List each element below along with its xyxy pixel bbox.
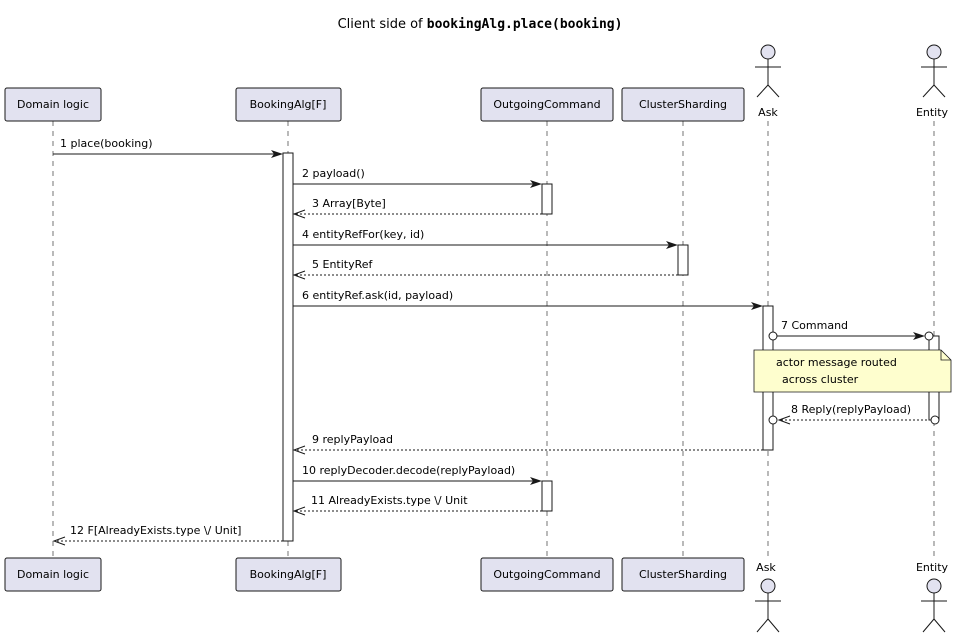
activation-outgoing-2 (541, 480, 553, 512)
stick-figure-icon (921, 578, 947, 633)
message-label: 12 F[AlreadyExists.type \/ Unit] (70, 524, 241, 537)
title-prefix: Client side of (338, 17, 427, 32)
message-label: 6 entityRef.ask(id, payload) (302, 289, 453, 302)
message-2: 2 payload() (293, 167, 542, 188)
message-label: 9 replyPayload (312, 433, 393, 446)
actor-ask-top[interactable]: Ask (755, 44, 781, 119)
note-line-1: actor message routed (776, 356, 897, 369)
note-line-2: across cluster (782, 373, 859, 386)
message-label: 4 entityRefFor(key, id) (302, 228, 424, 241)
note-routing: actor message routed across cluster (753, 349, 952, 393)
actor-entity-top[interactable]: Entity (916, 44, 949, 119)
participant-label: Ask (756, 561, 776, 574)
participant-label: Entity (916, 106, 949, 119)
message-1: 1 place(booking) (53, 137, 283, 158)
message-label: 1 place(booking) (60, 137, 153, 150)
message-8: 8 Reply(replyPayload) (768, 403, 940, 425)
message-label: 11 AlreadyExists.type \/ Unit (311, 494, 468, 507)
participant-label: BookingAlg[F] (250, 98, 327, 111)
participant-label: Domain logic (17, 98, 89, 111)
participant-label: Domain logic (17, 568, 89, 581)
title-code: bookingAlg.place(booking) (427, 17, 623, 32)
message-label: 7 Command (781, 319, 848, 332)
participant-booking-alg-top[interactable]: BookingAlg[F] (235, 87, 342, 122)
actor-entity-bottom[interactable]: Entity (916, 561, 949, 633)
participant-booking-alg-bottom[interactable]: BookingAlg[F] (235, 557, 342, 592)
message-11: 11 AlreadyExists.type \/ Unit (292, 494, 542, 516)
stick-figure-icon (755, 578, 781, 633)
message-label: 5 EntityRef (312, 258, 374, 271)
diagram-title: Client side of bookingAlg.place(booking) (338, 17, 623, 32)
participant-label: BookingAlg[F] (250, 568, 327, 581)
activation-sharding (677, 244, 689, 276)
message-label: 8 Reply(replyPayload) (791, 403, 911, 416)
participant-label: OutgoingCommand (493, 98, 600, 111)
participant-label: Entity (916, 561, 949, 574)
message-label: 2 payload() (302, 167, 365, 180)
message-12: 12 F[AlreadyExists.type \/ Unit] (52, 524, 283, 546)
message-6: 6 entityRef.ask(id, payload) (293, 289, 763, 310)
activation-outgoing-1 (541, 183, 553, 215)
participant-label: ClusterSharding (639, 98, 727, 111)
participant-label: OutgoingCommand (493, 568, 600, 581)
message-3: 3 Array[Byte] (292, 197, 542, 219)
message-7: 7 Command (768, 319, 934, 341)
participant-outgoing-command-top[interactable]: OutgoingCommand (480, 87, 614, 122)
message-label: 10 replyDecoder.decode(replyPayload) (302, 464, 515, 477)
stick-figure-icon (921, 44, 947, 98)
actor-ask-bottom[interactable]: Ask (755, 561, 781, 633)
participant-label: Ask (758, 106, 778, 119)
participant-label: ClusterSharding (639, 568, 727, 581)
participant-cluster-sharding-top[interactable]: ClusterSharding (621, 87, 745, 122)
participant-outgoing-command-bottom[interactable]: OutgoingCommand (480, 557, 614, 592)
message-label: 3 Array[Byte] (312, 197, 386, 210)
activation-booking-alg (282, 152, 294, 542)
participant-domain-logic-bottom[interactable]: Domain logic (4, 557, 102, 592)
message-4: 4 entityRefFor(key, id) (293, 228, 678, 249)
participant-domain-logic-top[interactable]: Domain logic (4, 87, 102, 122)
participant-cluster-sharding-bottom[interactable]: ClusterSharding (621, 557, 745, 592)
stick-figure-icon (755, 44, 781, 98)
message-10: 10 replyDecoder.decode(replyPayload) (293, 464, 542, 485)
message-5: 5 EntityRef (292, 258, 678, 280)
message-9: 9 replyPayload (292, 433, 763, 455)
